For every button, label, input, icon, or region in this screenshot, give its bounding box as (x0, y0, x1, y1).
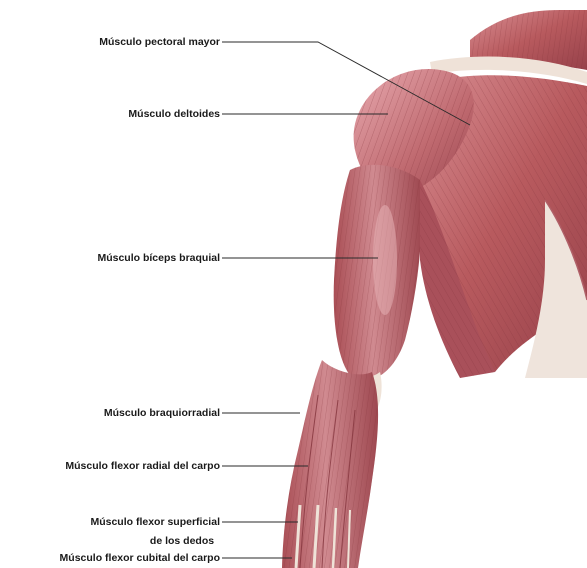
label-biceps: Músculo bíceps braquial (97, 252, 220, 264)
label-deltoides: Músculo deltoides (128, 108, 220, 120)
label-braquiorradial: Músculo braquiorradial (104, 407, 220, 419)
label-flexor-radial: Músculo flexor radial del carpo (65, 460, 220, 472)
label-flexor-cubital: Músculo flexor cubital del carpo (60, 552, 220, 564)
label-pectoral: Músculo pectoral mayor (99, 36, 220, 48)
label-flexor-superficial-line1: Músculo flexor superficial (90, 516, 220, 528)
label-flexor-superficial-line2: de los dedos (140, 535, 224, 547)
